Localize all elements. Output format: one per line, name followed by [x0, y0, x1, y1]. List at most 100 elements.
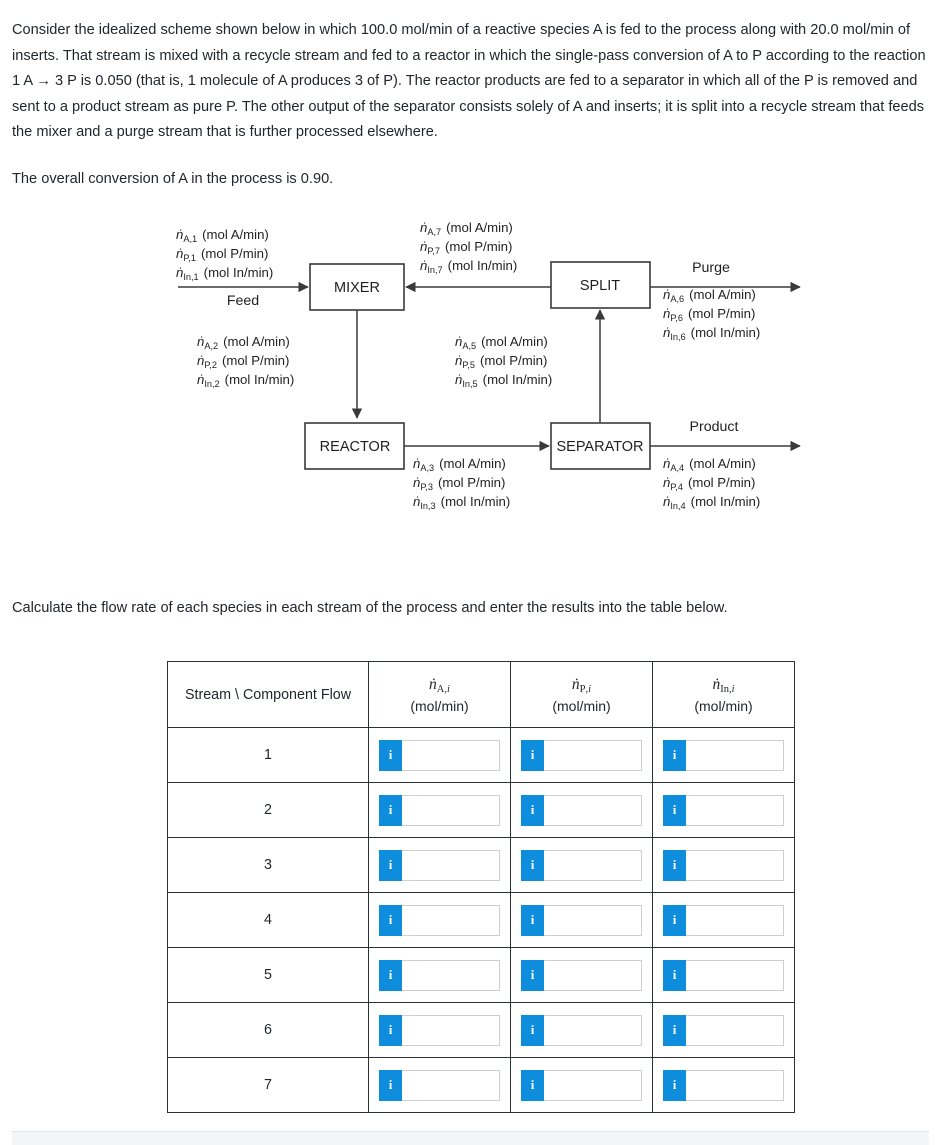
answer-cell-na: i: [368, 837, 511, 893]
info-icon[interactable]: i: [663, 904, 686, 936]
stream-7-labels: ṅA,7(mol A/min)ṅP,7(mol P/min)ṅIn,7(m…: [420, 220, 517, 275]
stream-1-line-1: ṅA,1(mol A/min): [176, 227, 269, 244]
stream-1-labels: ṅA,1(mol A/min)ṅP,1(mol P/min)ṅIn,1(m…: [176, 227, 273, 282]
separator-box: [550, 422, 651, 470]
info-icon[interactable]: i: [521, 1069, 544, 1101]
answer-cell-nin: i: [652, 1002, 795, 1058]
stream-3-line-1: ṅA,3(mol A/min): [413, 456, 506, 473]
answer-input-stream5-np[interactable]: [544, 959, 642, 991]
answer-input-stream4-np[interactable]: [544, 904, 642, 936]
reactor-box: [304, 422, 405, 470]
stream-4-line-2: ṅP,4(mol P/min): [663, 475, 755, 492]
stream-5-line-1: ṅA,5(mol A/min): [455, 334, 548, 351]
header-np-symbol: ṅP,i: [571, 675, 592, 695]
stream-6-line-2: ṅP,6(mol P/min): [663, 306, 755, 323]
answer-input-stream1-na[interactable]: [402, 739, 500, 771]
info-icon[interactable]: i: [379, 794, 402, 826]
info-icon[interactable]: i: [379, 739, 402, 771]
answer-input-stream2-na[interactable]: [402, 794, 500, 826]
answer-field-stream2-np: i: [521, 794, 642, 826]
info-icon[interactable]: i: [521, 849, 544, 881]
stream-2-line-1: ṅA,2(mol A/min): [197, 334, 290, 351]
answer-input-stream3-nin[interactable]: [686, 849, 784, 881]
stream-2-line-3: ṅIn,2(mol In/min): [197, 372, 294, 389]
answer-input-stream1-np[interactable]: [544, 739, 642, 771]
answer-field-stream6-nin: i: [663, 1014, 784, 1046]
info-icon[interactable]: i: [521, 904, 544, 936]
answer-field-stream4-np: i: [521, 904, 642, 936]
header-np: ṅP,i (mol/min): [510, 661, 653, 728]
answer-cell-np: i: [510, 892, 653, 948]
answer-field-stream3-na: i: [379, 849, 500, 881]
answer-input-stream3-na[interactable]: [402, 849, 500, 881]
mixer-box: [309, 263, 405, 311]
answer-cell-na: i: [368, 947, 511, 1003]
answer-field-stream4-na: i: [379, 904, 500, 936]
answer-cell-na: i: [368, 1002, 511, 1058]
info-icon[interactable]: i: [663, 739, 686, 771]
problem-paragraph-1: Consider the idealized scheme shown belo…: [12, 22, 926, 140]
answer-input-stream2-np[interactable]: [544, 794, 642, 826]
info-icon[interactable]: i: [521, 959, 544, 991]
info-icon[interactable]: i: [521, 794, 544, 826]
answer-input-stream5-na[interactable]: [402, 959, 500, 991]
answer-input-stream4-nin[interactable]: [686, 904, 784, 936]
answer-input-stream4-na[interactable]: [402, 904, 500, 936]
answer-input-stream2-nin[interactable]: [686, 794, 784, 826]
info-icon[interactable]: i: [379, 849, 402, 881]
info-icon[interactable]: i: [521, 739, 544, 771]
answer-field-stream2-nin: i: [663, 794, 784, 826]
info-icon[interactable]: i: [379, 1069, 402, 1101]
answer-input-stream7-nin[interactable]: [686, 1069, 784, 1101]
stream-1-line-2: ṅP,1(mol P/min): [176, 246, 268, 263]
stream-number-cell: 3: [167, 837, 369, 893]
stream-6-line-1: ṅA,6(mol A/min): [663, 287, 756, 304]
stream-3-line-3: ṅIn,3(mol In/min): [413, 494, 510, 511]
stream-number-cell: 6: [167, 1002, 369, 1058]
info-icon[interactable]: i: [663, 1069, 686, 1101]
info-icon[interactable]: i: [379, 959, 402, 991]
answer-field-stream1-nin: i: [663, 739, 784, 771]
answer-input-stream1-nin[interactable]: [686, 739, 784, 771]
answer-input-stream6-na[interactable]: [402, 1014, 500, 1046]
answer-cell-np: i: [510, 837, 653, 893]
info-icon[interactable]: i: [521, 1014, 544, 1046]
answer-cell-np: i: [510, 727, 653, 783]
info-icon[interactable]: i: [663, 794, 686, 826]
answer-cell-na: i: [368, 1057, 511, 1113]
answer-cell-np: i: [510, 1002, 653, 1058]
problem-statement: Consider the idealized scheme shown belo…: [12, 18, 929, 213]
answer-field-stream5-na: i: [379, 959, 500, 991]
stream-2-labels: ṅA,2(mol A/min)ṅP,2(mol P/min)ṅIn,2(m…: [197, 334, 294, 389]
stream-number-cell: 7: [167, 1057, 369, 1113]
answer-input-stream6-np[interactable]: [544, 1014, 642, 1046]
stream-7-line-3: ṅIn,7(mol In/min): [420, 258, 517, 275]
info-icon[interactable]: i: [379, 1014, 402, 1046]
answer-input-stream7-np[interactable]: [544, 1069, 642, 1101]
problem-paragraph-2: The overall conversion of A in the proce…: [12, 170, 334, 187]
header-np-units: (mol/min): [552, 697, 611, 714]
answer-input-stream6-nin[interactable]: [686, 1014, 784, 1046]
header-nin: ṅIn,i (mol/min): [652, 661, 795, 728]
answer-cell-nin: i: [652, 727, 795, 783]
answer-input-stream5-nin[interactable]: [686, 959, 784, 991]
answer-field-stream2-na: i: [379, 794, 500, 826]
info-icon[interactable]: i: [663, 849, 686, 881]
answer-field-stream6-np: i: [521, 1014, 642, 1046]
info-icon[interactable]: i: [379, 904, 402, 936]
stream-number-cell: 1: [167, 727, 369, 783]
answer-table: Stream \ Component Flow ṅA,i (mol/min) …: [167, 661, 795, 1113]
answer-cell-np: i: [510, 1057, 653, 1113]
purge-title: Purge: [692, 260, 730, 276]
stream-6-labels: ṅA,6(mol A/min)ṅP,6(mol P/min)ṅIn,6(m…: [663, 287, 760, 342]
separator-label: SEPARATOR: [556, 439, 643, 455]
answer-cell-nin: i: [652, 947, 795, 1003]
info-icon[interactable]: i: [663, 1014, 686, 1046]
answer-input-stream7-na[interactable]: [402, 1069, 500, 1101]
answer-input-stream3-np[interactable]: [544, 849, 642, 881]
info-icon[interactable]: i: [663, 959, 686, 991]
